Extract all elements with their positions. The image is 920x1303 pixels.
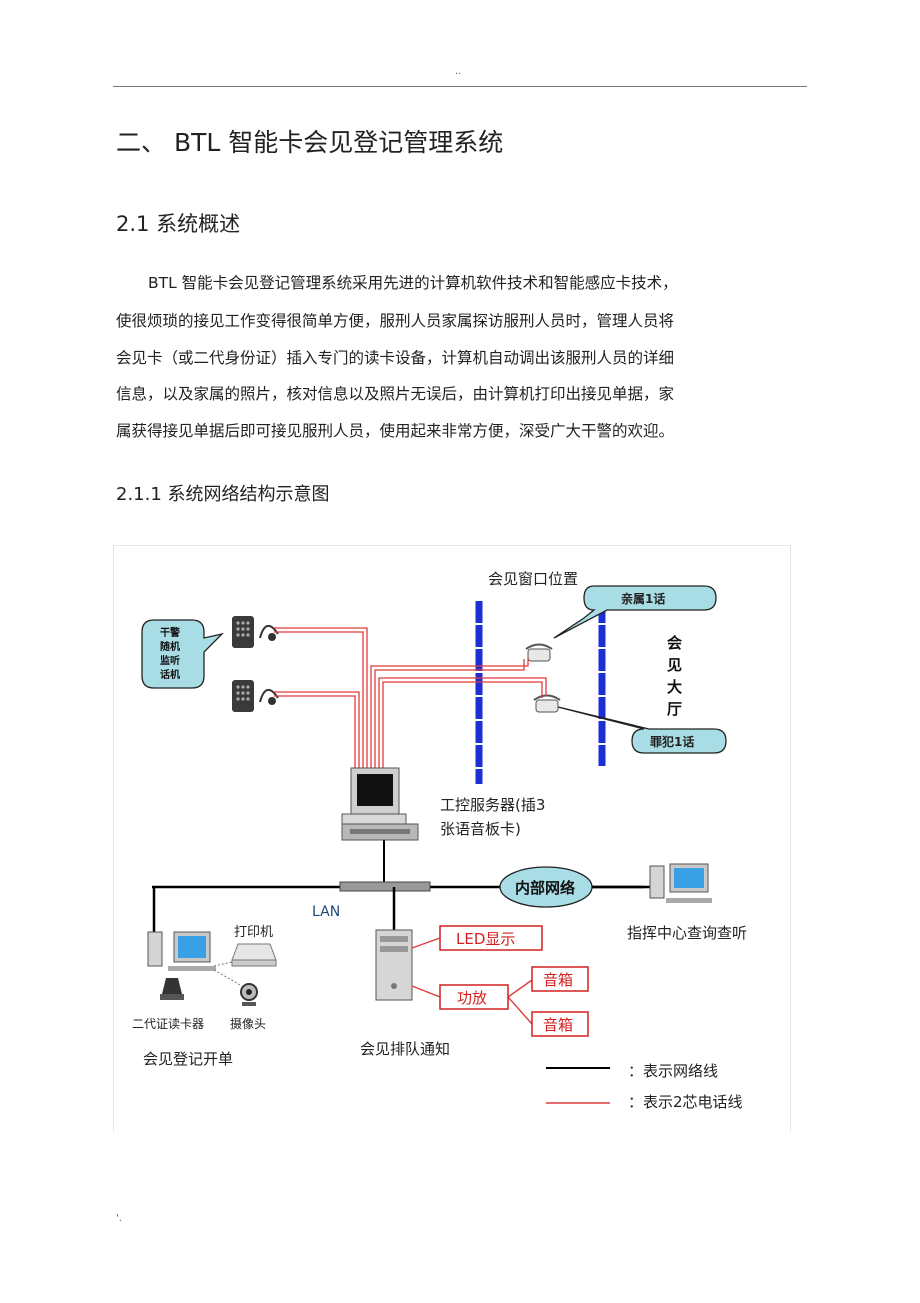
overview-line: 信息，以及家属的照片，核对信息以及照片无误后，由计算机打印出接见单据，家	[116, 385, 675, 403]
officer-phone-label: 干警	[160, 626, 180, 639]
id-card-reader-icon	[160, 978, 184, 1000]
printer-icon	[231, 943, 277, 967]
speaker-label: 音箱	[543, 971, 573, 989]
officer-phone-label: 监听	[160, 654, 180, 667]
lan-label: LAN	[312, 904, 340, 920]
speaker-box	[531, 1011, 589, 1037]
queue-label: 会见排队通知	[360, 1040, 450, 1058]
family-phone-icon	[525, 643, 553, 662]
camera-icon	[240, 983, 258, 1006]
overview-line: 使很烦琐的接见工作变得很简单方便，服刑人员家属探访服刑人员时，管理人员将	[116, 312, 675, 330]
id-reader-label: 二代证读卡器	[132, 1017, 204, 1031]
visit-hall-label: 厅	[667, 700, 682, 718]
intranet-label: 内部网络	[515, 879, 575, 897]
visit-hall-label: 见	[667, 656, 682, 674]
server-computer-icon	[341, 767, 419, 841]
printer-cable	[213, 961, 233, 967]
overview-line: 属获得接见单据后即可接见服刑人员，使用起来非常方便，深受广大干警的欢迎。	[116, 422, 675, 440]
audio-lines	[411, 937, 533, 1025]
legend-phone-label: ：表示2芯电话线	[628, 1093, 743, 1111]
family-phone-callout: 亲属1话	[553, 585, 717, 639]
amplifier-box	[439, 984, 509, 1010]
network-diagram: 会见窗口位置 亲属1话 罪犯1话 会 见 大 厅 干警 随机 监听 话机	[113, 545, 791, 1132]
legend-network-label: ：表示网络线	[628, 1062, 718, 1080]
registration-computer-icon	[147, 931, 216, 971]
camera-label: 摄像头	[230, 1016, 266, 1031]
speaker-box	[531, 966, 589, 992]
amplifier-label: 功放	[457, 989, 487, 1007]
officer-phone-label: 随机	[160, 640, 180, 653]
camera-cable	[213, 969, 243, 987]
officer-keypad-icon	[232, 616, 254, 648]
subsection-title: 2.1 系统概述	[116, 212, 241, 236]
family-phone-label: 亲属1话	[621, 591, 665, 606]
command-center-label: 指挥中心查询查听	[627, 924, 747, 942]
overview-line: BTL 智能卡会见登记管理系统采用先进的计算机软件技术和智能感应卡技术，	[148, 274, 678, 292]
header-marker: ..	[455, 66, 462, 77]
network-switch-icon	[339, 881, 431, 892]
section-title: 二、 BTL 智能卡会见登记管理系统	[116, 128, 504, 157]
server-label: 工控服务器(插3	[440, 796, 545, 814]
phone-lines	[274, 627, 547, 770]
subsubsection-title: 2.1.1 系统网络结构示意图	[116, 484, 330, 505]
officer-phone-label: 话机	[160, 668, 180, 681]
officer-keypad-icon	[232, 680, 254, 712]
inmate-phone-label: 罪犯1话	[650, 734, 694, 749]
header-rule	[113, 86, 807, 87]
inmate-phone-callout: 罪犯1话	[553, 705, 727, 754]
led-display-box	[439, 925, 543, 951]
led-label: LED显示	[456, 930, 515, 948]
speaker-label: 音箱	[543, 1016, 573, 1034]
window-position-label: 会见窗口位置	[488, 570, 578, 588]
registration-label: 会见登记开单	[143, 1050, 233, 1068]
command-center-computer-icon	[649, 863, 712, 903]
officer-phone-callout: 干警 随机 监听 话机	[141, 619, 225, 689]
server-label: 张语音板卡)	[440, 820, 521, 838]
printer-label: 打印机	[234, 925, 273, 940]
footer-marker: '.	[116, 1213, 122, 1224]
inmate-phone-icon	[533, 694, 561, 713]
visit-hall-label: 会	[667, 634, 682, 652]
queue-computer-icon	[375, 929, 413, 1001]
visit-hall-label: 大	[667, 678, 682, 696]
overview-line: 会见卡（或二代身份证）插入专门的读卡设备，计算机自动调出该服刑人员的详细	[116, 349, 675, 367]
